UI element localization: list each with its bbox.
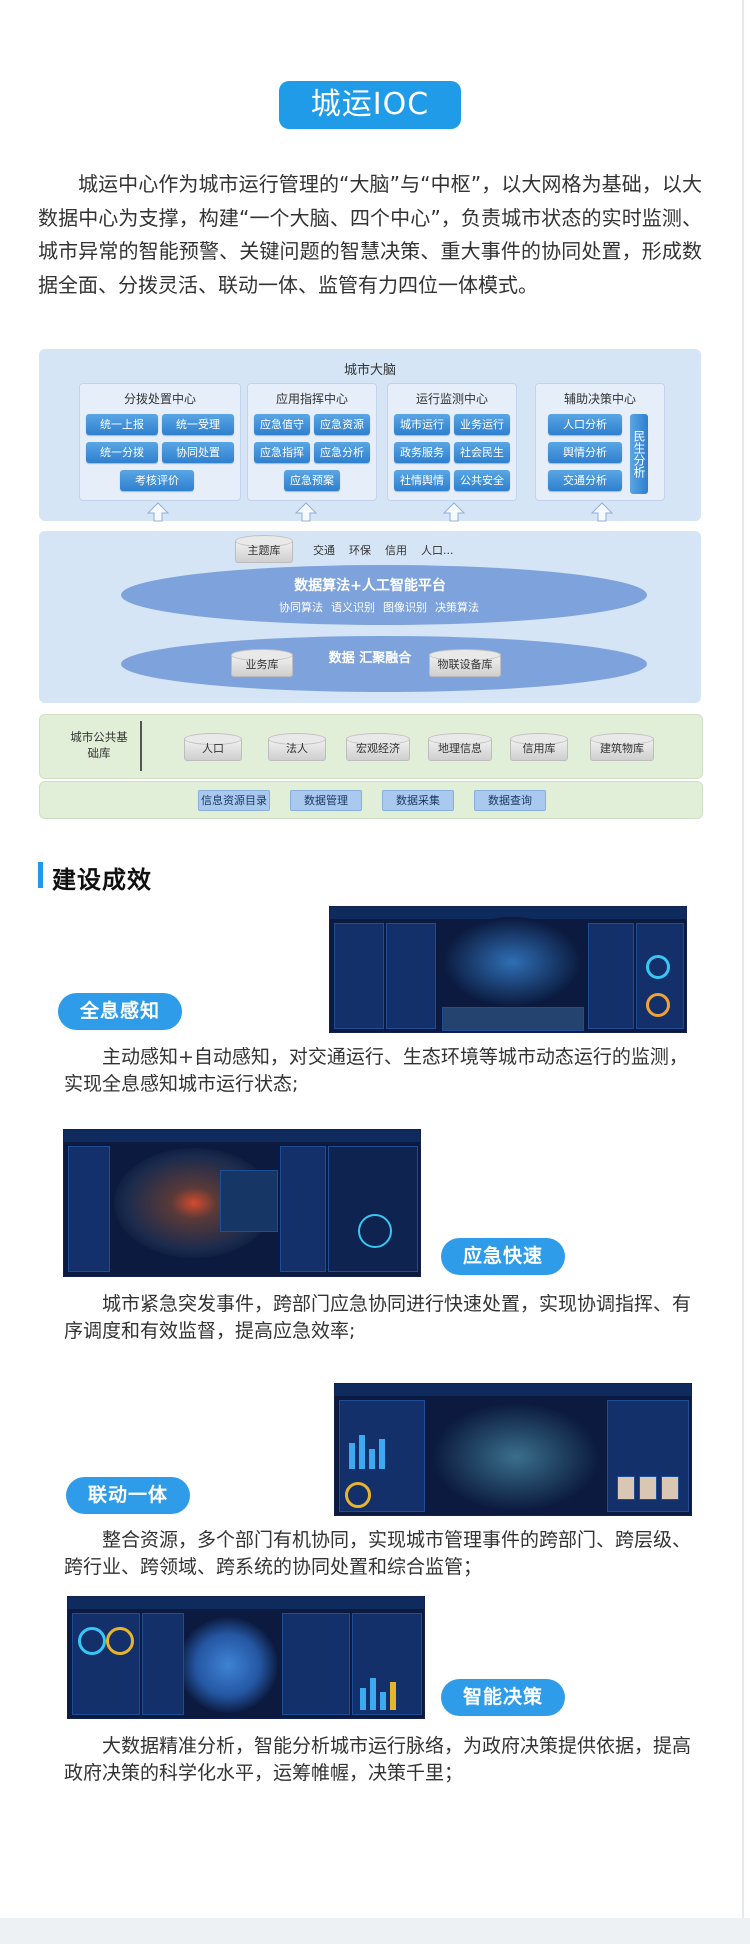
base-item-cylinder: 信用库 <box>510 733 568 761</box>
section-title: 建设成效 <box>52 866 152 894</box>
center-item: 城市运行 <box>394 414 450 435</box>
dashboard-screenshot-emergency <box>63 1129 421 1277</box>
center-item: 统一上报 <box>86 414 158 435</box>
business-db-cylinder: 业务库 <box>231 649 293 677</box>
center-item: 应急资源 <box>314 414 370 435</box>
center-item: 应急预案 <box>284 470 340 491</box>
arrow-up-icon <box>591 502 613 522</box>
service-item: 信息资源目录 <box>198 790 270 811</box>
base-item-cylinder: 宏观经济 <box>346 733 410 761</box>
desc-holographic: 主动感知+自动感知，对交通运行、生态环境等城市动态运行的监测，实现全息感知城市运… <box>64 1046 688 1095</box>
algo-item: 语义识别 <box>331 601 375 614</box>
tag-holographic: 全息感知 <box>58 993 182 1030</box>
desc-decision: 大数据精准分析，智能分析城市运行脉络，为政府决策提供依据，提高政府决策的科学化水… <box>64 1735 692 1784</box>
service-item: 数据查询 <box>474 790 546 811</box>
base-library-panel: 城市公共基础库 人口 法人 宏观经济 地理信息 信用库 建筑物库 <box>39 714 703 779</box>
data-service-panel: 信息资源目录 数据管理 数据采集 数据查询 <box>39 781 703 819</box>
center-item: 舆情分析 <box>548 442 622 463</box>
dashboard-screenshot-holographic <box>329 906 687 1033</box>
center-title: 分拨处置中心 <box>123 392 196 406</box>
center-item: 政务服务 <box>394 442 450 463</box>
data-fusion-title: 数据 汇聚融合 <box>328 651 412 666</box>
section-marker <box>38 862 43 888</box>
tag-emergency: 应急快速 <box>441 1238 565 1275</box>
center-item: 应急值守 <box>254 414 310 435</box>
center-title: 运行监测中心 <box>415 392 488 406</box>
base-library-label: 城市公共基础库 <box>70 730 128 760</box>
center-item: 业务运行 <box>454 414 510 435</box>
page-footer-strip <box>0 1918 750 1944</box>
algo-item: 图像识别 <box>383 601 427 614</box>
center-monitor: 运行监测中心 城市运行 业务运行 政务服务 社会民生 社情舆情 公共安全 <box>387 383 517 501</box>
data-platform-panel: 主题库 交通 环保 信用 人口... 数据算法+人工智能平台 协同算法 语义识别… <box>39 531 701 703</box>
arrow-up-icon <box>147 502 169 522</box>
desc-emergency: 城市紧急突发事件，跨部门应急协同进行快速处置，实现协调指挥、有序调度和有效监督，… <box>64 1293 692 1342</box>
desc-linkage: 整合资源，多个部门有机协同，实现城市管理事件的跨部门、跨层级、跨行业、跨领域、跨… <box>64 1529 692 1578</box>
algo-item: 协同算法 <box>279 601 323 614</box>
tag-linkage: 联动一体 <box>66 1477 190 1514</box>
center-item: 考核评价 <box>120 470 194 491</box>
center-item: 交通分析 <box>548 470 622 491</box>
theme-item: 人口... <box>421 544 454 557</box>
center-item: 人口分析 <box>548 414 622 435</box>
dashboard-screenshot-linkage <box>334 1383 692 1516</box>
base-item-cylinder: 法人 <box>268 733 326 761</box>
base-item-cylinder: 人口 <box>184 733 242 761</box>
center-item: 公共安全 <box>454 470 510 491</box>
center-command: 应用指挥中心 应急值守 应急资源 应急指挥 应急分析 应急预案 <box>247 383 377 501</box>
center-item: 社情舆情 <box>394 470 450 491</box>
arrow-up-icon <box>443 502 465 522</box>
ai-platform-title: 数据算法+人工智能平台 <box>294 578 446 594</box>
page-edge-line <box>742 0 744 1944</box>
tag-decision: 智能决策 <box>441 1679 565 1716</box>
theme-item: 交通 <box>313 544 335 557</box>
center-decision: 辅助决策中心 人口分析 舆情分析 交通分析 民生分析 <box>535 383 665 501</box>
iot-db-cylinder: 物联设备库 <box>429 649 501 677</box>
theme-item: 环保 <box>349 544 371 557</box>
algo-item: 决策算法 <box>435 601 479 614</box>
center-item: 应急指挥 <box>254 442 310 463</box>
base-item-cylinder: 地理信息 <box>428 733 492 761</box>
divider <box>140 721 142 771</box>
city-brain-title: 城市大脑 <box>343 363 396 378</box>
theme-db-cylinder: 主题库 <box>235 535 293 563</box>
data-fusion-ellipse <box>121 636 647 692</box>
center-side-item: 民生分析 <box>630 414 648 494</box>
center-title: 应用指挥中心 <box>275 392 348 406</box>
center-item: 应急分析 <box>314 442 370 463</box>
arrow-up-icon <box>295 502 317 522</box>
center-item: 统一分拨 <box>86 442 158 463</box>
center-item: 统一受理 <box>162 414 234 435</box>
service-item: 数据采集 <box>382 790 454 811</box>
center-title: 辅助决策中心 <box>563 392 636 406</box>
center-item: 社会民生 <box>454 442 510 463</box>
center-item: 协同处置 <box>162 442 234 463</box>
base-item-cylinder: 建筑物库 <box>590 733 654 761</box>
service-item: 数据管理 <box>290 790 362 811</box>
ai-platform-ellipse <box>121 565 647 625</box>
theme-item: 信用 <box>385 544 407 557</box>
dashboard-screenshot-decision <box>67 1596 425 1719</box>
city-brain-panel: 城市大脑 分拨处置中心 统一上报 统一受理 统一分拨 协同处置 考核评价 应用指… <box>39 349 701 522</box>
page-title: 城运IOC <box>279 81 461 129</box>
center-dispatch: 分拨处置中心 统一上报 统一受理 统一分拨 协同处置 考核评价 <box>79 383 241 501</box>
intro-paragraph: 城运中心作为城市运行管理的“大脑”与“中枢”，以大网格为基础，以大数据中心为支撑… <box>38 172 702 297</box>
